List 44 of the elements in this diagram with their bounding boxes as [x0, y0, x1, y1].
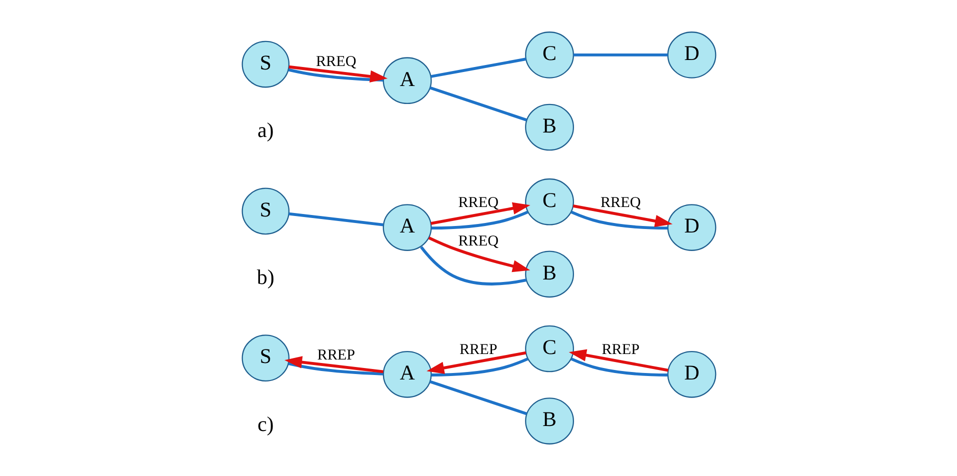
node-circle: B — [524, 250, 574, 298]
node-circle: S — [241, 334, 290, 382]
connector — [288, 68, 383, 82]
node-circle: C — [524, 178, 574, 226]
connector — [288, 362, 383, 376]
node-circle: B — [524, 104, 574, 151]
connector — [430, 210, 528, 230]
node-circle: D — [666, 204, 716, 251]
connector — [570, 358, 668, 376]
edge-label: RREQ — [315, 52, 356, 70]
edge-label: RREQ — [458, 232, 498, 250]
arrow — [568, 349, 668, 372]
connector — [430, 58, 526, 78]
connector — [570, 210, 668, 230]
node-circle: S — [241, 188, 290, 235]
connector — [430, 358, 528, 376]
node-circle: A — [382, 57, 432, 104]
node-circle: A — [382, 204, 432, 251]
node-circle: C — [524, 32, 574, 78]
node-circle: B — [524, 398, 574, 444]
arrow — [572, 204, 672, 228]
node-circle: D — [666, 350, 716, 398]
arrow — [430, 202, 530, 225]
arrow — [426, 351, 526, 374]
edge-label: RREQ — [600, 194, 640, 211]
connector — [573, 54, 668, 56]
node-circle: C — [524, 325, 574, 372]
arrow — [288, 65, 388, 82]
node-circle: S — [241, 40, 290, 88]
connector — [288, 212, 383, 226]
connector — [420, 246, 526, 286]
connector — [429, 380, 527, 416]
label: c) — [256, 412, 274, 436]
node-circle: A — [382, 350, 432, 398]
edge-label: RREP — [316, 346, 355, 364]
label: a) — [256, 118, 274, 142]
arrow — [428, 236, 530, 272]
label: b) — [256, 264, 274, 289]
node-circle: D — [666, 32, 716, 78]
connector — [429, 86, 527, 122]
edge-label: RREQ — [458, 194, 498, 211]
arrow — [284, 356, 383, 374]
edge-label: RREP — [601, 340, 640, 358]
edge-label: RREP — [458, 340, 497, 358]
